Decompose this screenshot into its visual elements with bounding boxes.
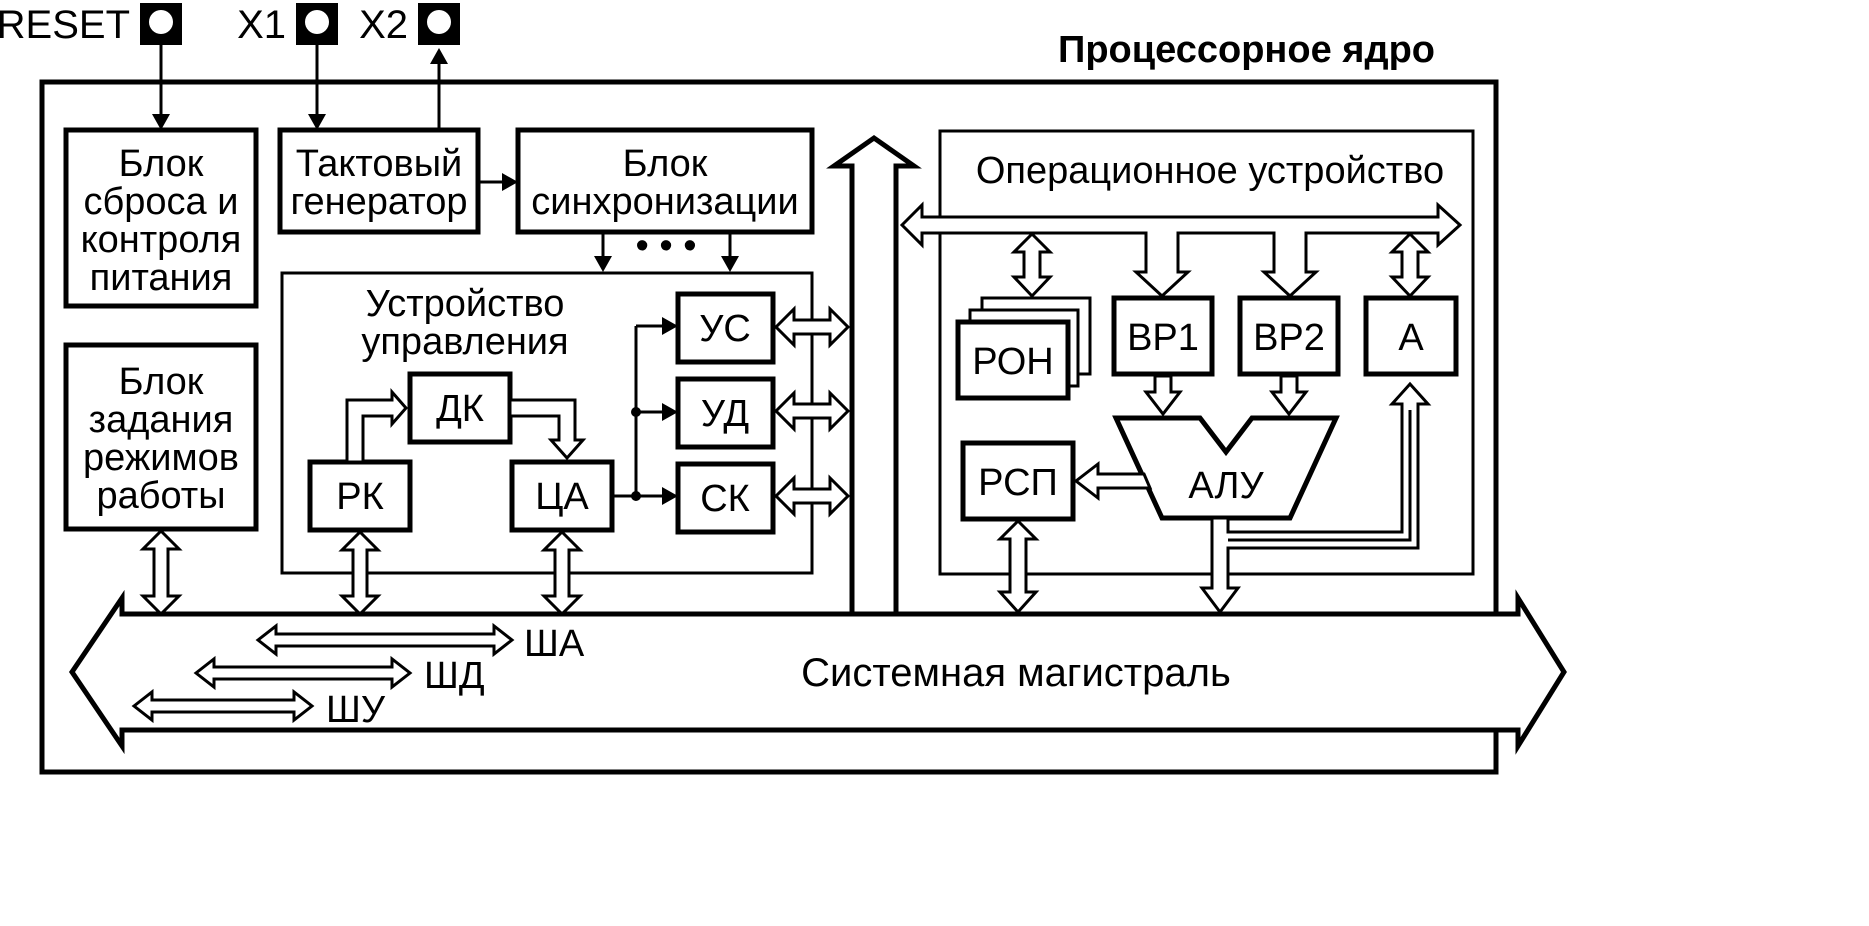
- sync-block: [515, 127, 815, 235]
- br1-label: ВР1: [1127, 317, 1199, 359]
- modes-line-2: задания: [89, 399, 234, 441]
- bus-acc-arrow: [1388, 231, 1432, 299]
- sync-output-arrows: [594, 232, 739, 272]
- reset-pin-label: RESET: [0, 3, 130, 47]
- exec-unit-label: Операционное устройство: [976, 150, 1444, 192]
- control-unit-frame: [280, 271, 814, 575]
- acc-label: А: [1398, 317, 1424, 359]
- sync-line-2: синхронизации: [531, 181, 798, 223]
- br1-block: [1111, 295, 1215, 377]
- x2-pin-label: X2: [359, 3, 408, 47]
- us-bus-arrow: [773, 305, 851, 349]
- clock-line-1: Тактовый: [296, 143, 463, 185]
- sk-label: СК: [700, 478, 750, 520]
- x1-pin-hole: [305, 10, 329, 34]
- rsp-bus-arrow: [996, 518, 1040, 615]
- modes-line-3: режимов: [83, 437, 239, 479]
- reset-block-line-4: питания: [90, 257, 233, 299]
- x2-pin-hole: [427, 10, 451, 34]
- reset-block-line-3: контроля: [81, 219, 242, 261]
- ca-label: ЦА: [535, 476, 589, 518]
- sk-bus-arrow: [773, 474, 851, 518]
- br1-to-alu-arrow: [1142, 374, 1184, 417]
- data-bus-label: ШД: [424, 655, 485, 697]
- processor-core-frame: [39, 79, 1499, 775]
- control-unit-line-2: управления: [361, 321, 568, 363]
- address-bus-arrow: [255, 622, 515, 658]
- pin-connections: [152, 45, 448, 130]
- exec-internal-bus: [899, 201, 1463, 299]
- clock-line-2: генератор: [291, 181, 468, 223]
- modes-line-1: Блок: [119, 361, 204, 403]
- ron-register-stack: [955, 296, 1092, 401]
- control-bus-arrow: [131, 688, 315, 724]
- rk-label: РК: [336, 476, 383, 518]
- dk-label: ДК: [436, 388, 484, 430]
- system-bus-label: Системная магистраль: [801, 651, 1231, 695]
- us-label: УС: [699, 308, 751, 350]
- alu-acc-inner-line: [1228, 410, 1412, 542]
- ud-label: УД: [701, 393, 749, 435]
- ud-bus-arrow: [773, 389, 851, 433]
- internal-bus-arrow: [826, 134, 922, 614]
- reset-power-block: [63, 127, 259, 309]
- execution-unit-frame: [938, 129, 1475, 576]
- acc-block: [1363, 295, 1459, 377]
- reset-block-line-1: Блок: [119, 143, 204, 185]
- alu-shape: [1112, 415, 1340, 521]
- modes-bus-arrow: [139, 528, 183, 617]
- rk-to-dk-arrow: [345, 388, 408, 464]
- bus-ron-arrow: [1010, 231, 1054, 299]
- dk-block: [407, 371, 513, 445]
- reset-pin-hole: [149, 10, 173, 34]
- ud-block: [675, 376, 776, 450]
- br2-to-alu-arrow: [1268, 374, 1310, 417]
- ca-control-lines: [612, 317, 678, 505]
- alu-output-arrow: [1199, 381, 1432, 615]
- alu-label: АЛУ: [1188, 465, 1264, 507]
- data-bus-arrow: [193, 655, 413, 691]
- br2-block: [1237, 295, 1341, 377]
- sk-block: [675, 461, 776, 535]
- address-bus-label: ША: [524, 623, 585, 665]
- modes-line-4: работы: [96, 475, 225, 517]
- ron-label: РОН: [972, 341, 1054, 383]
- rsp-block: [960, 440, 1076, 522]
- clock-to-sync-arrow: [478, 173, 518, 191]
- alu-to-rsp-arrow: [1073, 460, 1153, 502]
- rsp-label: РСП: [978, 462, 1058, 504]
- sync-ellipsis: • • •: [635, 225, 696, 267]
- control-unit-line-1: Устройство: [366, 283, 565, 325]
- br2-label: ВР2: [1253, 317, 1325, 359]
- sync-line-1: Блок: [623, 143, 708, 185]
- us-block: [675, 291, 776, 365]
- dk-to-ca-arrow: [508, 398, 587, 461]
- x1-pin-label: X1: [237, 3, 286, 47]
- diagram-title: Процессорное ядро: [1058, 29, 1435, 71]
- control-bus-label: ШУ: [326, 689, 386, 731]
- reset-block-line-2: сброса и: [84, 181, 239, 223]
